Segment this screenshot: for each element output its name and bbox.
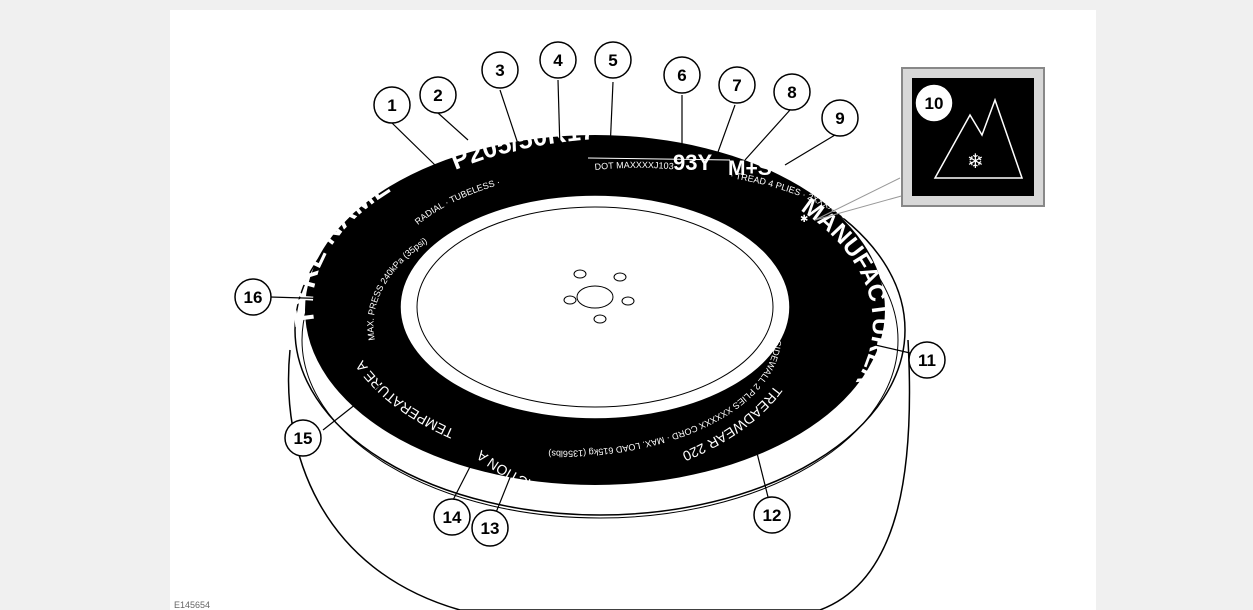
figure-id: E145654: [174, 600, 210, 610]
svg-text:12: 12: [763, 506, 782, 525]
wheel-opening: [400, 195, 790, 419]
tire-diagram: TYRE NAME P205/50R17 93Y M+S RADIAL · TU…: [170, 10, 1096, 610]
callout-3: 3: [482, 52, 518, 88]
svg-text:16: 16: [244, 288, 263, 307]
svg-text:10: 10: [925, 94, 944, 113]
svg-text:14: 14: [443, 508, 462, 527]
callout-2: 2: [420, 77, 456, 113]
svg-text:15: 15: [294, 429, 313, 448]
svg-text:7: 7: [732, 76, 741, 95]
svg-text:11: 11: [918, 351, 936, 370]
svg-text:6: 6: [677, 66, 686, 85]
snowflake-icon: ❄: [967, 151, 984, 173]
callout-4: 4: [540, 42, 576, 78]
svg-text:1: 1: [387, 96, 396, 115]
callout-14: 14: [434, 499, 470, 535]
svg-text:13: 13: [481, 519, 500, 538]
callout-12: 12: [754, 497, 790, 533]
callout-15: 15: [285, 420, 321, 456]
callout-13: 13: [472, 510, 508, 546]
callout-7: 7: [719, 67, 755, 103]
diagram-canvas: TYRE NAME P205/50R17 93Y M+S RADIAL · TU…: [170, 10, 1096, 610]
callout-11: 11: [909, 342, 945, 378]
snowflake-small-icon: ✱: [800, 214, 808, 225]
callout-8: 8: [774, 74, 810, 110]
svg-text:3: 3: [495, 61, 504, 80]
svg-text:5: 5: [608, 51, 617, 70]
service-desc-text: 93Y: [673, 150, 712, 175]
svg-text:9: 9: [835, 109, 844, 128]
svg-text:8: 8: [787, 83, 796, 102]
callout-9: 9: [822, 100, 858, 136]
callout-1: 1: [374, 87, 410, 123]
svg-text:2: 2: [433, 86, 442, 105]
callout-5: 5: [595, 42, 631, 78]
callout-16: 16: [235, 279, 271, 315]
callout-10: 10: [915, 84, 953, 122]
svg-text:4: 4: [553, 51, 563, 70]
callout-6: 6: [664, 57, 700, 93]
